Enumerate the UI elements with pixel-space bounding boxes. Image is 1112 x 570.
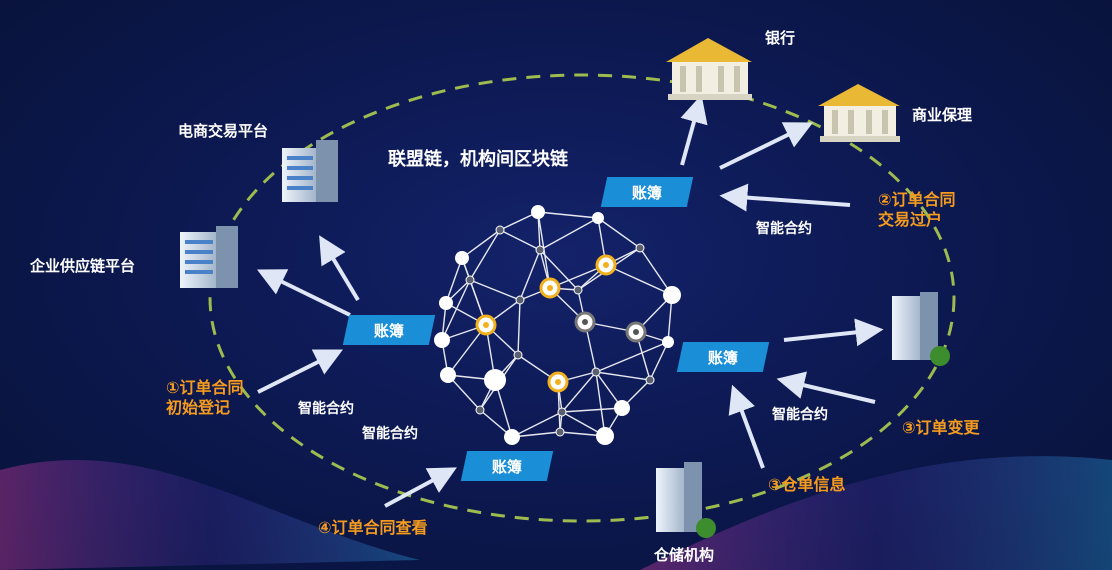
alliance-ring (208, 73, 956, 523)
factoring-label: 商业保理 (912, 106, 973, 124)
background-wave (0, 456, 1112, 570)
network-node (484, 369, 506, 391)
network-node (591, 367, 601, 377)
network-link (469, 229, 501, 281)
network-node (513, 350, 523, 360)
network-link (595, 371, 606, 437)
network-node-core (582, 319, 588, 325)
smart-contract-label: 智能合约 (772, 407, 828, 423)
network-link (511, 411, 563, 438)
network-node (440, 367, 456, 383)
ledger-badge: 账簿 (460, 451, 554, 481)
ledger-badge: 账簿 (676, 342, 770, 372)
network-link (499, 229, 541, 251)
network-link (445, 257, 463, 304)
network-link (461, 229, 501, 259)
network-node-core (555, 379, 561, 385)
network-link (519, 249, 541, 301)
network-node (596, 427, 614, 445)
network-node (614, 400, 630, 416)
network-node (515, 295, 525, 305)
network-node (592, 212, 604, 224)
network-node (504, 429, 520, 445)
network-node (455, 251, 469, 265)
network-node (645, 375, 655, 385)
network-link (537, 211, 599, 219)
network-node (573, 285, 583, 295)
smart-contract-label: 智能合约 (756, 221, 812, 237)
flow-arrows (256, 94, 884, 508)
network-link (595, 371, 651, 381)
diagram-title: 联盟链，机构间区块链 (388, 149, 568, 170)
network-node (662, 336, 674, 348)
network-nodes (434, 205, 681, 445)
network-link (597, 217, 641, 249)
network-node (439, 296, 453, 310)
network-link (469, 279, 521, 301)
ledger-badge: 账簿 (600, 177, 694, 207)
ecommerce-label: 电商交易平台 (178, 122, 269, 140)
network-node-core (547, 285, 553, 291)
network-link (649, 341, 669, 381)
network-node (535, 245, 545, 255)
network-link (517, 299, 521, 356)
network-link (605, 264, 673, 296)
step3-warehouse-label: ③仓单信息 (768, 475, 846, 494)
bank-building-icon (666, 38, 752, 100)
network-link (441, 279, 471, 341)
network-node (663, 286, 681, 304)
network-link (539, 249, 579, 291)
network-link (499, 211, 539, 231)
network-node (495, 225, 505, 235)
warehouse-label: 仓储机构 (654, 546, 715, 564)
network-link (539, 217, 599, 251)
network-link (561, 371, 597, 413)
step4-label: ④订单合同查看 (318, 518, 428, 537)
network-node-core (633, 329, 639, 335)
bank-label: 银行 (765, 29, 796, 47)
network-node (555, 427, 565, 437)
network-link (595, 341, 669, 373)
smart-contract-label: 智能合约 (298, 401, 354, 417)
network-node (475, 405, 485, 415)
step3-change-label: ③订单变更 (902, 418, 980, 437)
network-link (511, 431, 561, 438)
step1-label: ①订单合同初始登记 (166, 378, 244, 417)
network-link (639, 247, 673, 296)
network-node (531, 205, 545, 219)
supply-chain-label: 企业供应链平台 (30, 257, 136, 275)
network-node (465, 275, 475, 285)
enterprise-tower-icon (892, 292, 950, 366)
warehouse-building-icon (656, 462, 716, 538)
ledger-badge: 账簿 (342, 315, 436, 345)
ecommerce-building-icon (282, 140, 338, 202)
network-node-core (483, 322, 489, 328)
supply-chain-building-icon (180, 226, 238, 288)
smart-contract-label: 智能合约 (362, 426, 418, 442)
network-node (557, 407, 567, 417)
factoring-building-icon (818, 84, 900, 142)
network-link (561, 407, 623, 413)
network-node (434, 332, 450, 348)
network-node (635, 243, 645, 253)
step2-label: ②订单合同交易过户 (878, 190, 956, 229)
network-node-core (603, 262, 609, 268)
